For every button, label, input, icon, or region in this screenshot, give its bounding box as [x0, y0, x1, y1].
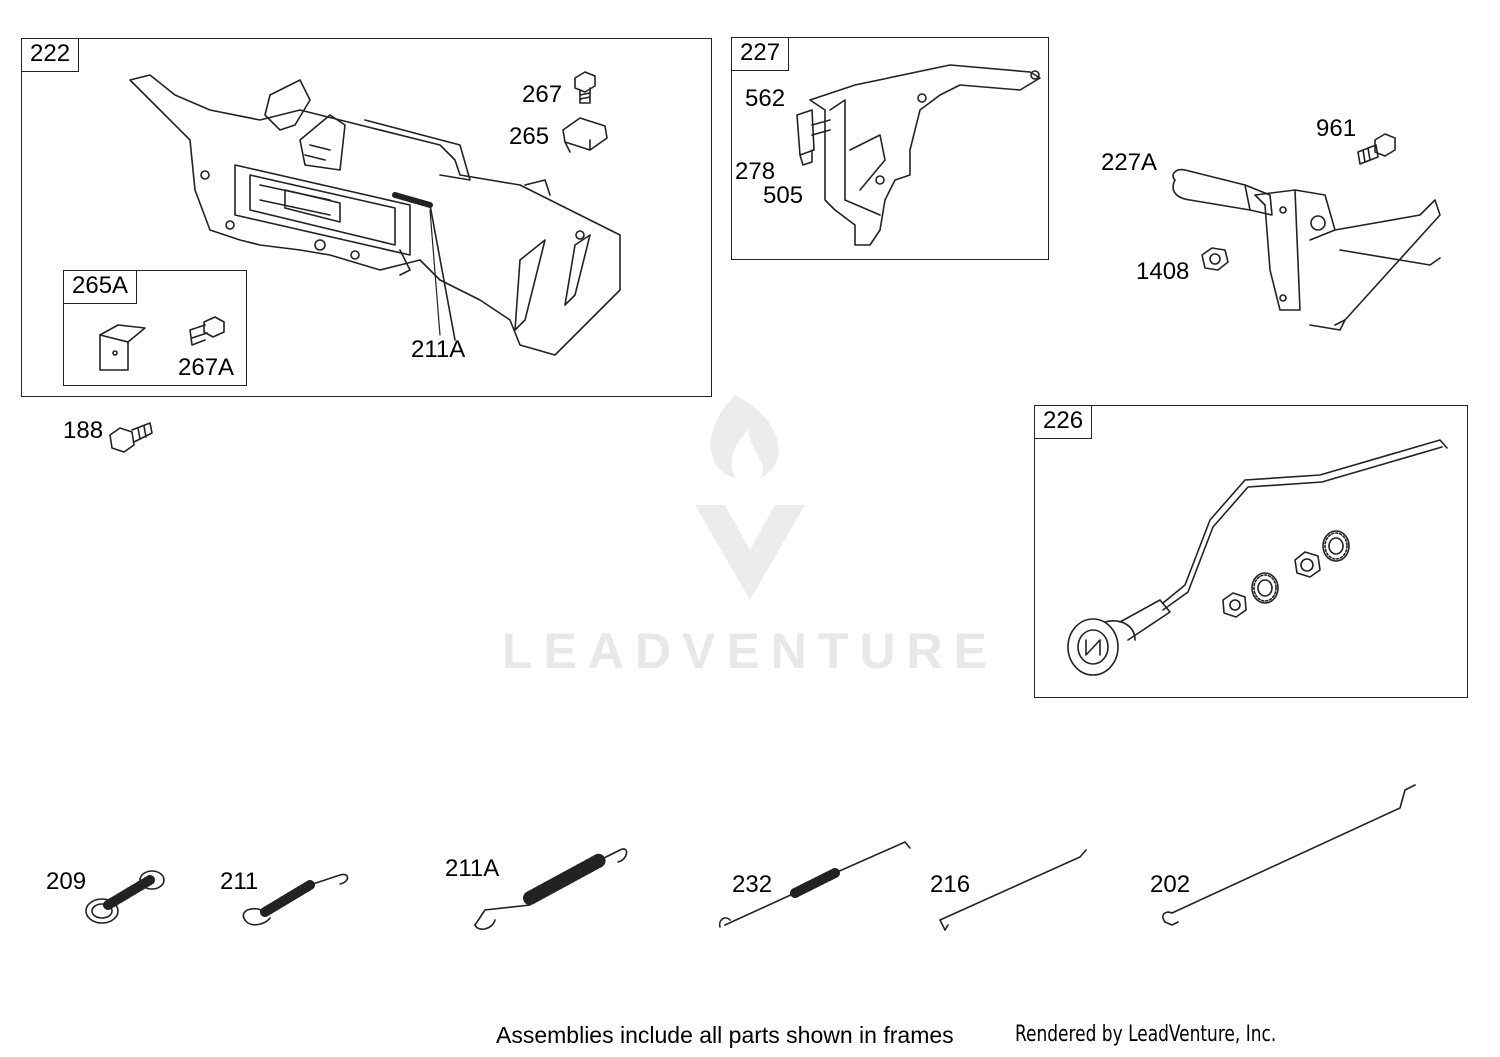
assemblies-note: Assemblies include all parts shown in fr… [496, 1022, 954, 1048]
lock-washer-226-a-drawing [1251, 572, 1279, 604]
rod-216-drawing [939, 849, 1087, 931]
bolt-961-drawing [1357, 133, 1396, 165]
label-227a: 227A [1101, 149, 1158, 176]
frame-tag-226: 226 [1034, 405, 1093, 439]
frame-227: 227 [731, 37, 1049, 260]
label-188: 188 [63, 417, 104, 444]
spring-209-drawing [85, 870, 165, 924]
spring-211a-drawing [474, 848, 628, 930]
clip-265a-drawing [99, 324, 146, 371]
label-1408: 1408 [1136, 258, 1190, 285]
frame-tag-227: 227 [731, 37, 790, 71]
label-211a-bottom: 211A [445, 855, 500, 882]
nut-226-drawing [1222, 592, 1247, 618]
lock-washer-226-b-drawing [1322, 530, 1350, 562]
bolt-278-drawing [796, 109, 831, 166]
clip-265-drawing [562, 117, 608, 153]
label-211a-top: 211A [411, 336, 466, 363]
rendered-by-credit: Rendered by LeadVenture, Inc. [1015, 1022, 1277, 1047]
label-211: 211 [220, 868, 259, 895]
frame-tag-222: 222 [21, 38, 80, 72]
bolt-188-drawing [109, 422, 153, 453]
label-202: 202 [1150, 871, 1191, 898]
frame-222: 222 [21, 38, 712, 397]
label-267a: 267A [178, 354, 235, 381]
label-216: 216 [930, 871, 971, 898]
choke-cable-drawing [1067, 439, 1448, 676]
spring-211-drawing [242, 873, 349, 926]
bracket-227-drawing [809, 64, 1041, 246]
frame-tag-265a: 265A [63, 270, 138, 304]
rod-202-drawing [1162, 784, 1416, 926]
label-278: 278 [735, 158, 776, 185]
bolt-267-drawing [574, 71, 596, 104]
frame-226: 226 [1034, 405, 1468, 698]
frame-265a: 265A [63, 270, 247, 386]
bolt-267a-drawing [189, 316, 225, 346]
label-209: 209 [46, 868, 87, 895]
nut-226-b-drawing [1294, 551, 1321, 578]
label-232: 232 [732, 871, 773, 898]
label-562: 562 [745, 85, 786, 112]
label-267: 267 [522, 81, 563, 108]
leader-211a [429, 209, 441, 336]
nut-1408-drawing [1201, 247, 1229, 271]
label-505: 505 [763, 182, 804, 209]
spring-232-drawing [718, 841, 911, 928]
watermark-brand: LEADVENTURE [501, 623, 999, 679]
label-961: 961 [1316, 115, 1357, 142]
label-265: 265 [509, 123, 550, 150]
control-bracket-drawing [129, 74, 621, 356]
lever-227a-drawing [1172, 168, 1441, 331]
